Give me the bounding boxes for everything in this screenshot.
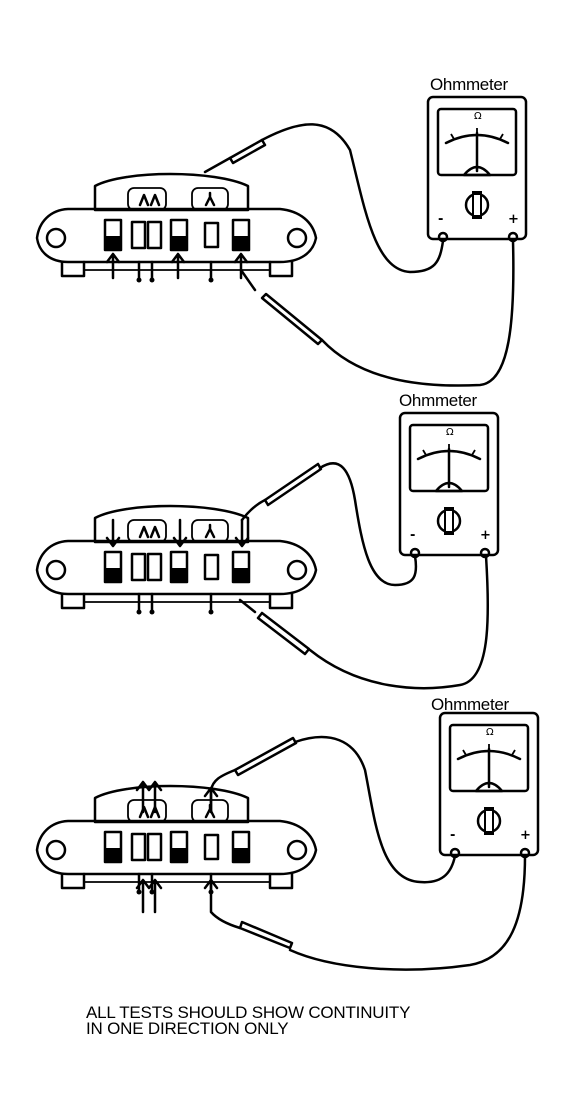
lead-positive-2 [238,554,490,690]
ohmmeter-label-1: Ohmmeter [430,75,509,94]
test-2: Ω - + Ohmmeter [35,391,500,690]
caption-line-2: IN ONE DIRECTION ONLY [86,1019,288,1038]
probe-2a [263,462,323,507]
ohmmeter-label-2: Ohmmeter [399,391,478,410]
test-arrows-3-bottom [135,878,219,914]
minus-terminal-label-2: - [410,528,415,543]
plus-terminal-label-3: + [520,828,531,843]
lead-negative-2 [240,462,418,587]
test-arrows-3-top [135,780,219,814]
probe-1b [260,292,324,346]
lead-negative-1 [203,123,445,274]
minus-terminal-label-3: - [450,828,455,843]
ohmmeter-1: Ω - + [426,95,528,243]
plus-terminal-label-1: + [508,212,519,227]
minus-terminal-label-1: - [438,212,443,227]
rectifier-plate-3 [35,784,318,896]
rectifier-plate-1 [35,172,318,284]
ohmmeter-3: Ω - + [438,711,540,859]
test-1: Ω - + Ohmmeter [35,75,528,387]
ohmmeter-label-3: Ohmmeter [431,695,510,714]
ohm-symbol-2: Ω [446,427,454,438]
probe-3b [238,920,294,950]
probe-3a [233,736,298,777]
ohmmeter-2: Ω - + [398,411,500,559]
ohm-symbol-3: Ω [486,727,494,738]
ohm-symbol-1: Ω [474,111,482,122]
test-arrows-2 [105,518,250,548]
plus-terminal-label-2: + [480,528,491,543]
caption-line-1: ALL TESTS SHOULD SHOW CONTINUITY [86,1003,410,1022]
probe-1a [228,138,267,165]
lead-positive-3 [209,854,527,971]
probe-2b [256,611,311,656]
rectifier-plate-2 [35,504,318,616]
test-arrows-1 [105,252,249,280]
test-3: Ω - + Ohmmeter [35,695,540,971]
lead-positive-1 [239,239,515,387]
